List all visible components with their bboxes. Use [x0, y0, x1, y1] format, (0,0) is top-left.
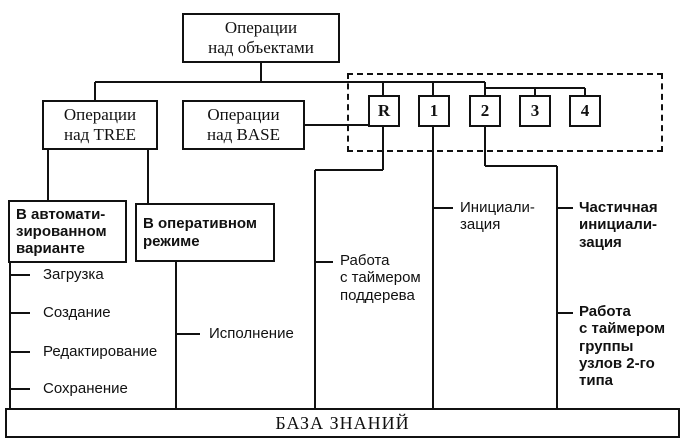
slot-3-label: 3 — [530, 101, 540, 121]
slot-group-frame — [347, 73, 663, 152]
node-auto-mode-label: В автомати- зированном варианте — [16, 205, 107, 258]
node-ops-objects-label: Операции над объектами — [208, 18, 314, 57]
slot-4-label: 4 — [580, 101, 590, 121]
label-partial-init: Частичная инициали- зация — [579, 199, 658, 251]
node-online-mode: В оперативном режиме — [135, 203, 275, 262]
slot-r: R — [368, 95, 400, 127]
node-ops-objects: Операции над объектами — [182, 13, 340, 63]
node-online-mode-label: В оперативном режиме — [143, 215, 257, 250]
auto-item-load: Загрузка — [43, 266, 104, 283]
knowledge-base-bar: БАЗА ЗНАНИЙ — [5, 408, 680, 438]
label-group-timer: Работа с таймером группы узлов 2-го типа — [579, 303, 666, 389]
label-subtree-timer: Работа с таймером поддерева — [340, 252, 421, 304]
node-ops-base: Операции над BASE — [182, 100, 305, 150]
online-item-execution: Исполнение — [209, 325, 294, 342]
slot-2-label: 2 — [480, 101, 490, 121]
node-ops-tree: Операции над TREE — [42, 100, 158, 150]
slot-3: 3 — [519, 95, 551, 127]
slot-4: 4 — [569, 95, 601, 127]
auto-item-edit: Редактирование — [43, 343, 158, 360]
auto-item-save: Сохранение — [43, 380, 128, 397]
slot-1-label: 1 — [429, 101, 439, 121]
slot-r-label: R — [377, 101, 391, 121]
node-ops-tree-label: Операции над TREE — [63, 105, 137, 144]
label-initialization: Инициали- зация — [460, 199, 535, 234]
slot-2: 2 — [469, 95, 501, 127]
node-ops-base-label: Операции над BASE — [207, 105, 280, 144]
node-auto-mode: В автомати- зированном варианте — [8, 200, 127, 263]
knowledge-base-label: БАЗА ЗНАНИЙ — [275, 412, 410, 433]
slot-1: 1 — [418, 95, 450, 127]
auto-item-create: Создание — [43, 304, 111, 321]
